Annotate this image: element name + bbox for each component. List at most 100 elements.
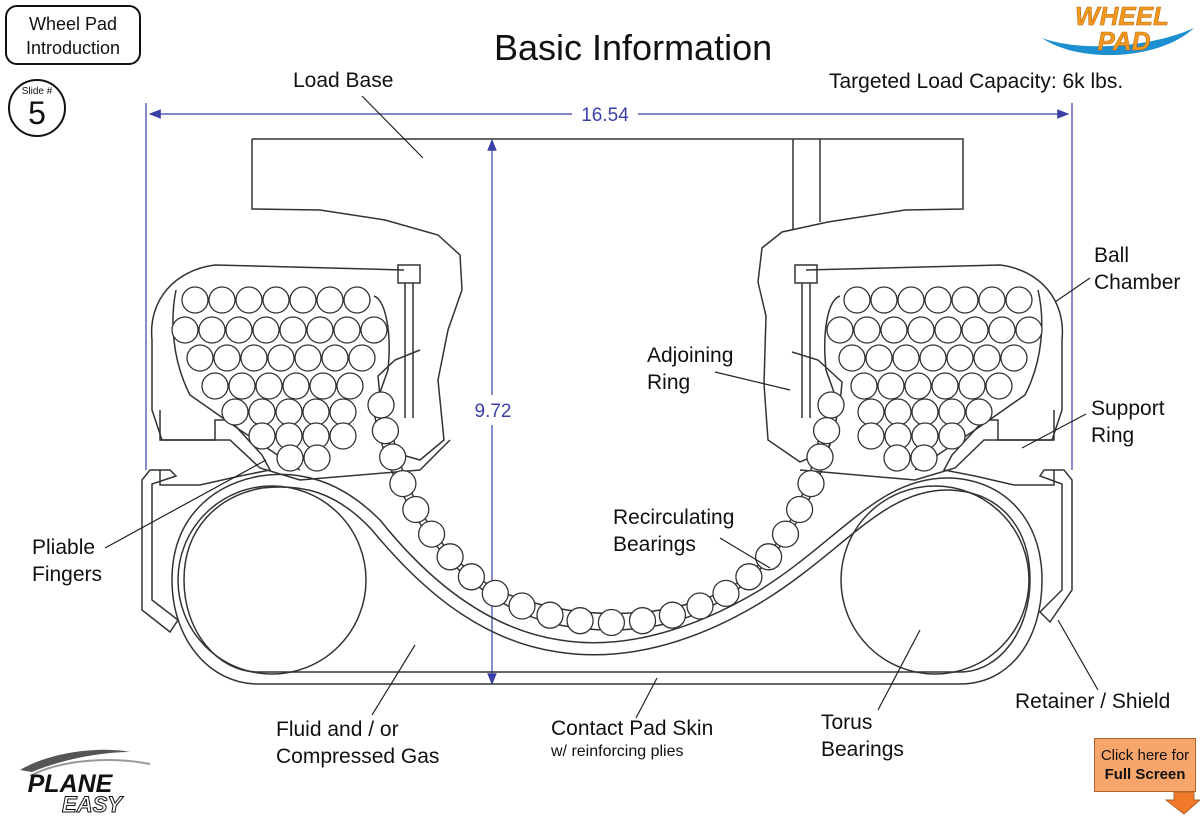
slide-number: 5 [28,95,46,131]
label-ball-chamber: Ball Chamber [1094,242,1180,296]
bearing-ball [978,286,1006,314]
bearing-ball [931,372,959,400]
bearing-ball [785,495,814,524]
label-fluid-line-2: Compressed Gas [276,745,440,768]
bearing-ball [316,286,344,314]
bearing-ball [919,344,947,372]
label-load-base-text: Load Base [293,69,394,92]
plane-easy-logo: PLANE EASY [20,749,151,816]
bearing-ball [367,391,395,419]
bearing-ball [850,372,878,400]
support-ring-right [942,410,1055,486]
bearing-ball [857,398,885,426]
down-arrow-icon [1164,791,1200,815]
label-fluid-line-1: Fluid and / or [276,718,399,741]
bearing-ball [417,520,446,548]
bearing-ball [865,344,893,372]
bearing-ball [262,286,290,314]
bearing-ball [892,344,920,372]
bearing-ball [225,316,253,344]
bearing-ball [884,398,912,426]
width-dimension-value: 16.54 [581,105,629,126]
retainer-shield-left [141,469,180,634]
label-load-base: Load Base [293,67,393,94]
label-pliable-fingers-line-1: Pliable [32,536,96,559]
bearing-ball [951,286,979,314]
label-support-ring-line-2: Ring [1091,424,1135,447]
label-contact-pad-line-1: Contact Pad Skin [551,717,714,740]
label-retainer-shield: Retainer / Shield [1015,688,1170,715]
bearing-ball [389,469,417,498]
bearing-ball [248,422,276,450]
bearing-ball [853,316,881,344]
bearing-ball [883,444,911,472]
bearing-ball [508,592,536,620]
bearing-ball [771,520,800,548]
bearing-ball [321,344,349,372]
bearing-ball [306,316,334,344]
label-adjoining-ring: Adjoining Ring [647,342,733,396]
bearing-ball [348,344,376,372]
plane-easy-logo-text-2: EASY [62,792,124,816]
bearing-ball [965,398,993,426]
retainer-shield-right [1038,469,1073,624]
bearing-ball [343,286,371,314]
bearing-ball [754,543,783,571]
slide-number-caption: Slide # [21,86,53,97]
label-pliable-fingers-line-2: Fingers [32,563,103,586]
bearing-ball [235,286,263,314]
bearing-ball [1005,286,1033,314]
bearing-ball [843,286,871,314]
bearing-ball [171,316,199,344]
bearing-ball [712,579,740,608]
bearing-ball [181,286,209,314]
plane-easy-logo-text-1: PLANE [28,770,114,798]
label-adjoining-ring-line-1: Adjoining [647,344,734,367]
label-ball-chamber-line-2: Chamber [1094,271,1181,294]
bearing-ball [911,398,939,426]
bearing-ball [186,344,214,372]
bearing-ball [870,286,898,314]
bearing-ball [826,316,854,344]
label-retainer-text: Retainer / Shield [1015,690,1171,713]
bearing-ball [934,316,962,344]
label-recirculating-line-2: Bearings [613,533,696,556]
leader-lines [104,95,1099,719]
bearing-ball [938,398,966,426]
bearing-ball [267,344,295,372]
bearing-ball [198,316,226,344]
label-pliable-fingers: Pliable Fingers [32,534,102,588]
bearing-ball [371,416,400,445]
bearing-ball [880,316,908,344]
bearing-ball [910,444,938,472]
label-torus-line-1: Torus [821,711,873,734]
bearing-ball [213,344,241,372]
bearing-ball [248,398,276,426]
bearing-ball [958,372,986,400]
load-capacity-text: Targeted Load Capacity: 6k lbs. [829,70,1124,93]
bearing-ball [240,344,268,372]
label-torus-bearings: Torus Bearings [821,709,904,763]
bearing-ball [536,601,564,629]
bearing-ball [735,563,763,591]
ball-chamber-left [150,264,451,481]
bearing-ball [924,286,952,314]
height-dimension-value: 9.72 [475,401,512,422]
label-adjoining-ring-line-2: Ring [647,371,691,394]
label-support-ring: Support Ring [1091,395,1165,449]
label-support-ring-line-1: Support [1091,397,1165,420]
bearing-ball [961,316,989,344]
bearing-ball [907,316,935,344]
label-fluid: Fluid and / or Compressed Gas [276,716,439,770]
bearing-ball [1000,344,1028,372]
full-screen-button[interactable]: Click here for Full Screen [1094,738,1196,792]
bearing-ball [379,443,407,471]
full-screen-button-line-1: Click here for [1100,747,1190,764]
label-recirculating-bearings: Recirculating Bearings [613,504,734,558]
bearing-ball [857,422,885,450]
bearing-ball [481,579,509,608]
label-contact-pad-line-2: w/ reinforcing plies [551,743,684,760]
label-ball-chamber-line-1: Ball [1094,244,1130,267]
wheel-pad-logo-text-1: WHEEL [1075,1,1169,31]
bearing-ball [208,286,236,314]
